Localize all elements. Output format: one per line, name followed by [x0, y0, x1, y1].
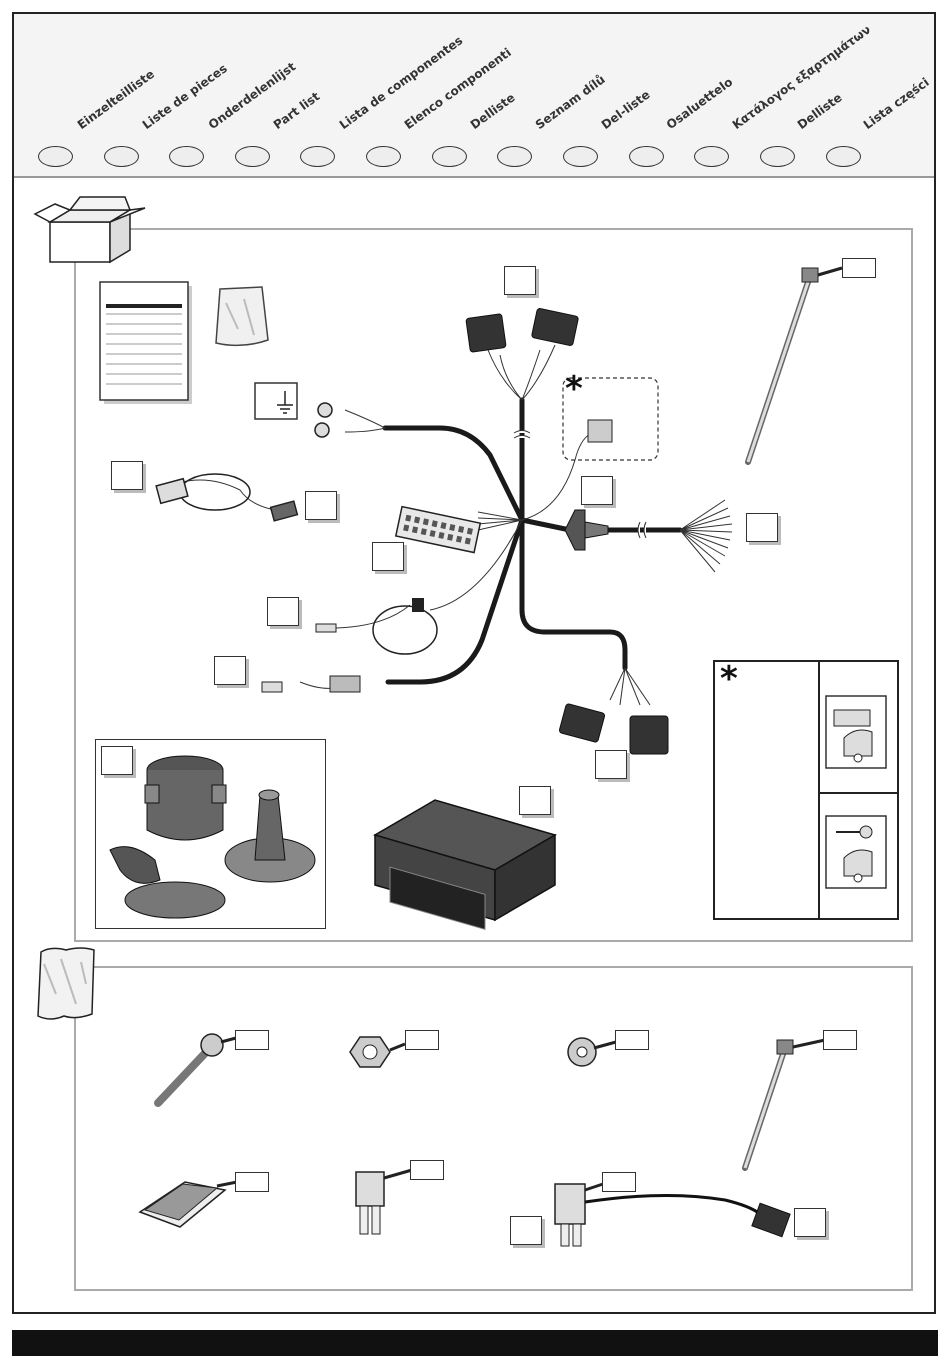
part-number-box — [267, 597, 299, 626]
part-tag — [842, 258, 876, 278]
washer-icon — [562, 1030, 622, 1075]
part-number-box — [372, 542, 404, 571]
adhesive-pad-icon — [135, 1172, 245, 1232]
cable-tie-icon — [735, 1030, 830, 1175]
part-tag — [615, 1030, 649, 1050]
fuse-tap-cable-icon — [545, 1170, 805, 1255]
kit-optional-asterisk: * — [565, 372, 583, 406]
part-tag — [602, 1172, 636, 1192]
nut-icon — [345, 1032, 410, 1077]
control-module-icon — [365, 795, 560, 930]
battery-caravan-icon — [826, 696, 888, 770]
part-number-box — [504, 266, 536, 295]
part-tag — [235, 1030, 269, 1050]
part-tag — [410, 1160, 444, 1180]
socket-kit-drawing — [100, 750, 325, 925]
part-number-box — [746, 513, 778, 542]
part-tag — [405, 1030, 439, 1050]
footer-bar — [12, 1330, 938, 1356]
part-number-box — [595, 750, 627, 779]
part-number-box — [111, 461, 143, 490]
legend-divider-h — [820, 792, 897, 794]
legend-divider — [818, 662, 820, 918]
part-tag — [823, 1030, 857, 1050]
fuse-icon — [350, 1160, 415, 1240]
part-number-box — [305, 491, 337, 520]
part-number-box — [794, 1208, 826, 1237]
part-number-box — [214, 656, 246, 685]
part-number-box — [510, 1216, 542, 1245]
legend-asterisk: * — [720, 662, 738, 696]
key-caravan-icon — [826, 816, 888, 890]
part-tag — [235, 1172, 269, 1192]
part-number-box — [581, 476, 613, 505]
